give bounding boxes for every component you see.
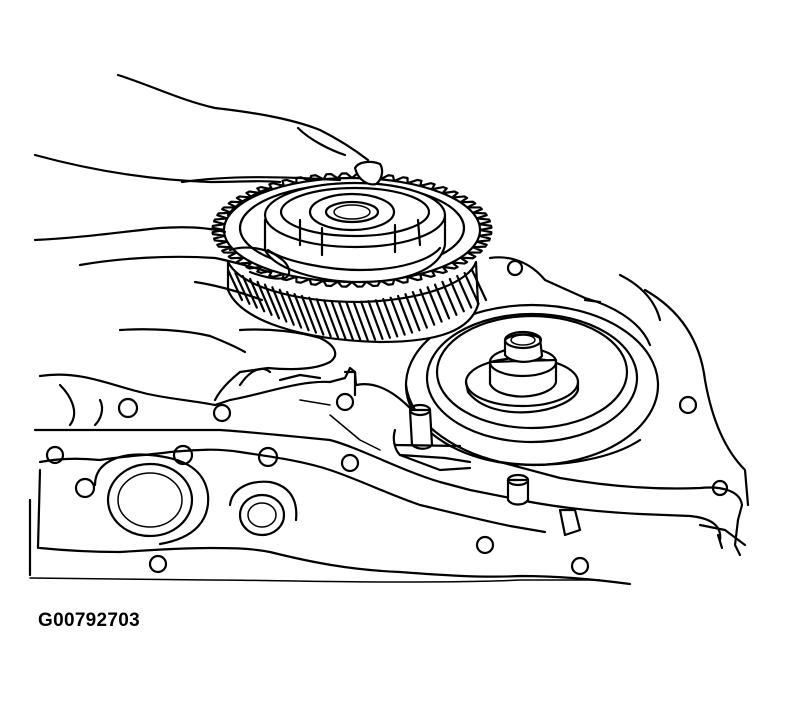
shaft-pawl <box>343 370 530 506</box>
transaxle-gear-illustration <box>28 73 750 586</box>
hands <box>33 73 384 402</box>
transaxle-case <box>28 259 750 586</box>
figure-code-label: G00792703 <box>38 610 141 631</box>
case-bolt-holes <box>45 259 729 576</box>
differential-gear <box>404 256 660 467</box>
counter-driven-gear <box>211 172 493 344</box>
